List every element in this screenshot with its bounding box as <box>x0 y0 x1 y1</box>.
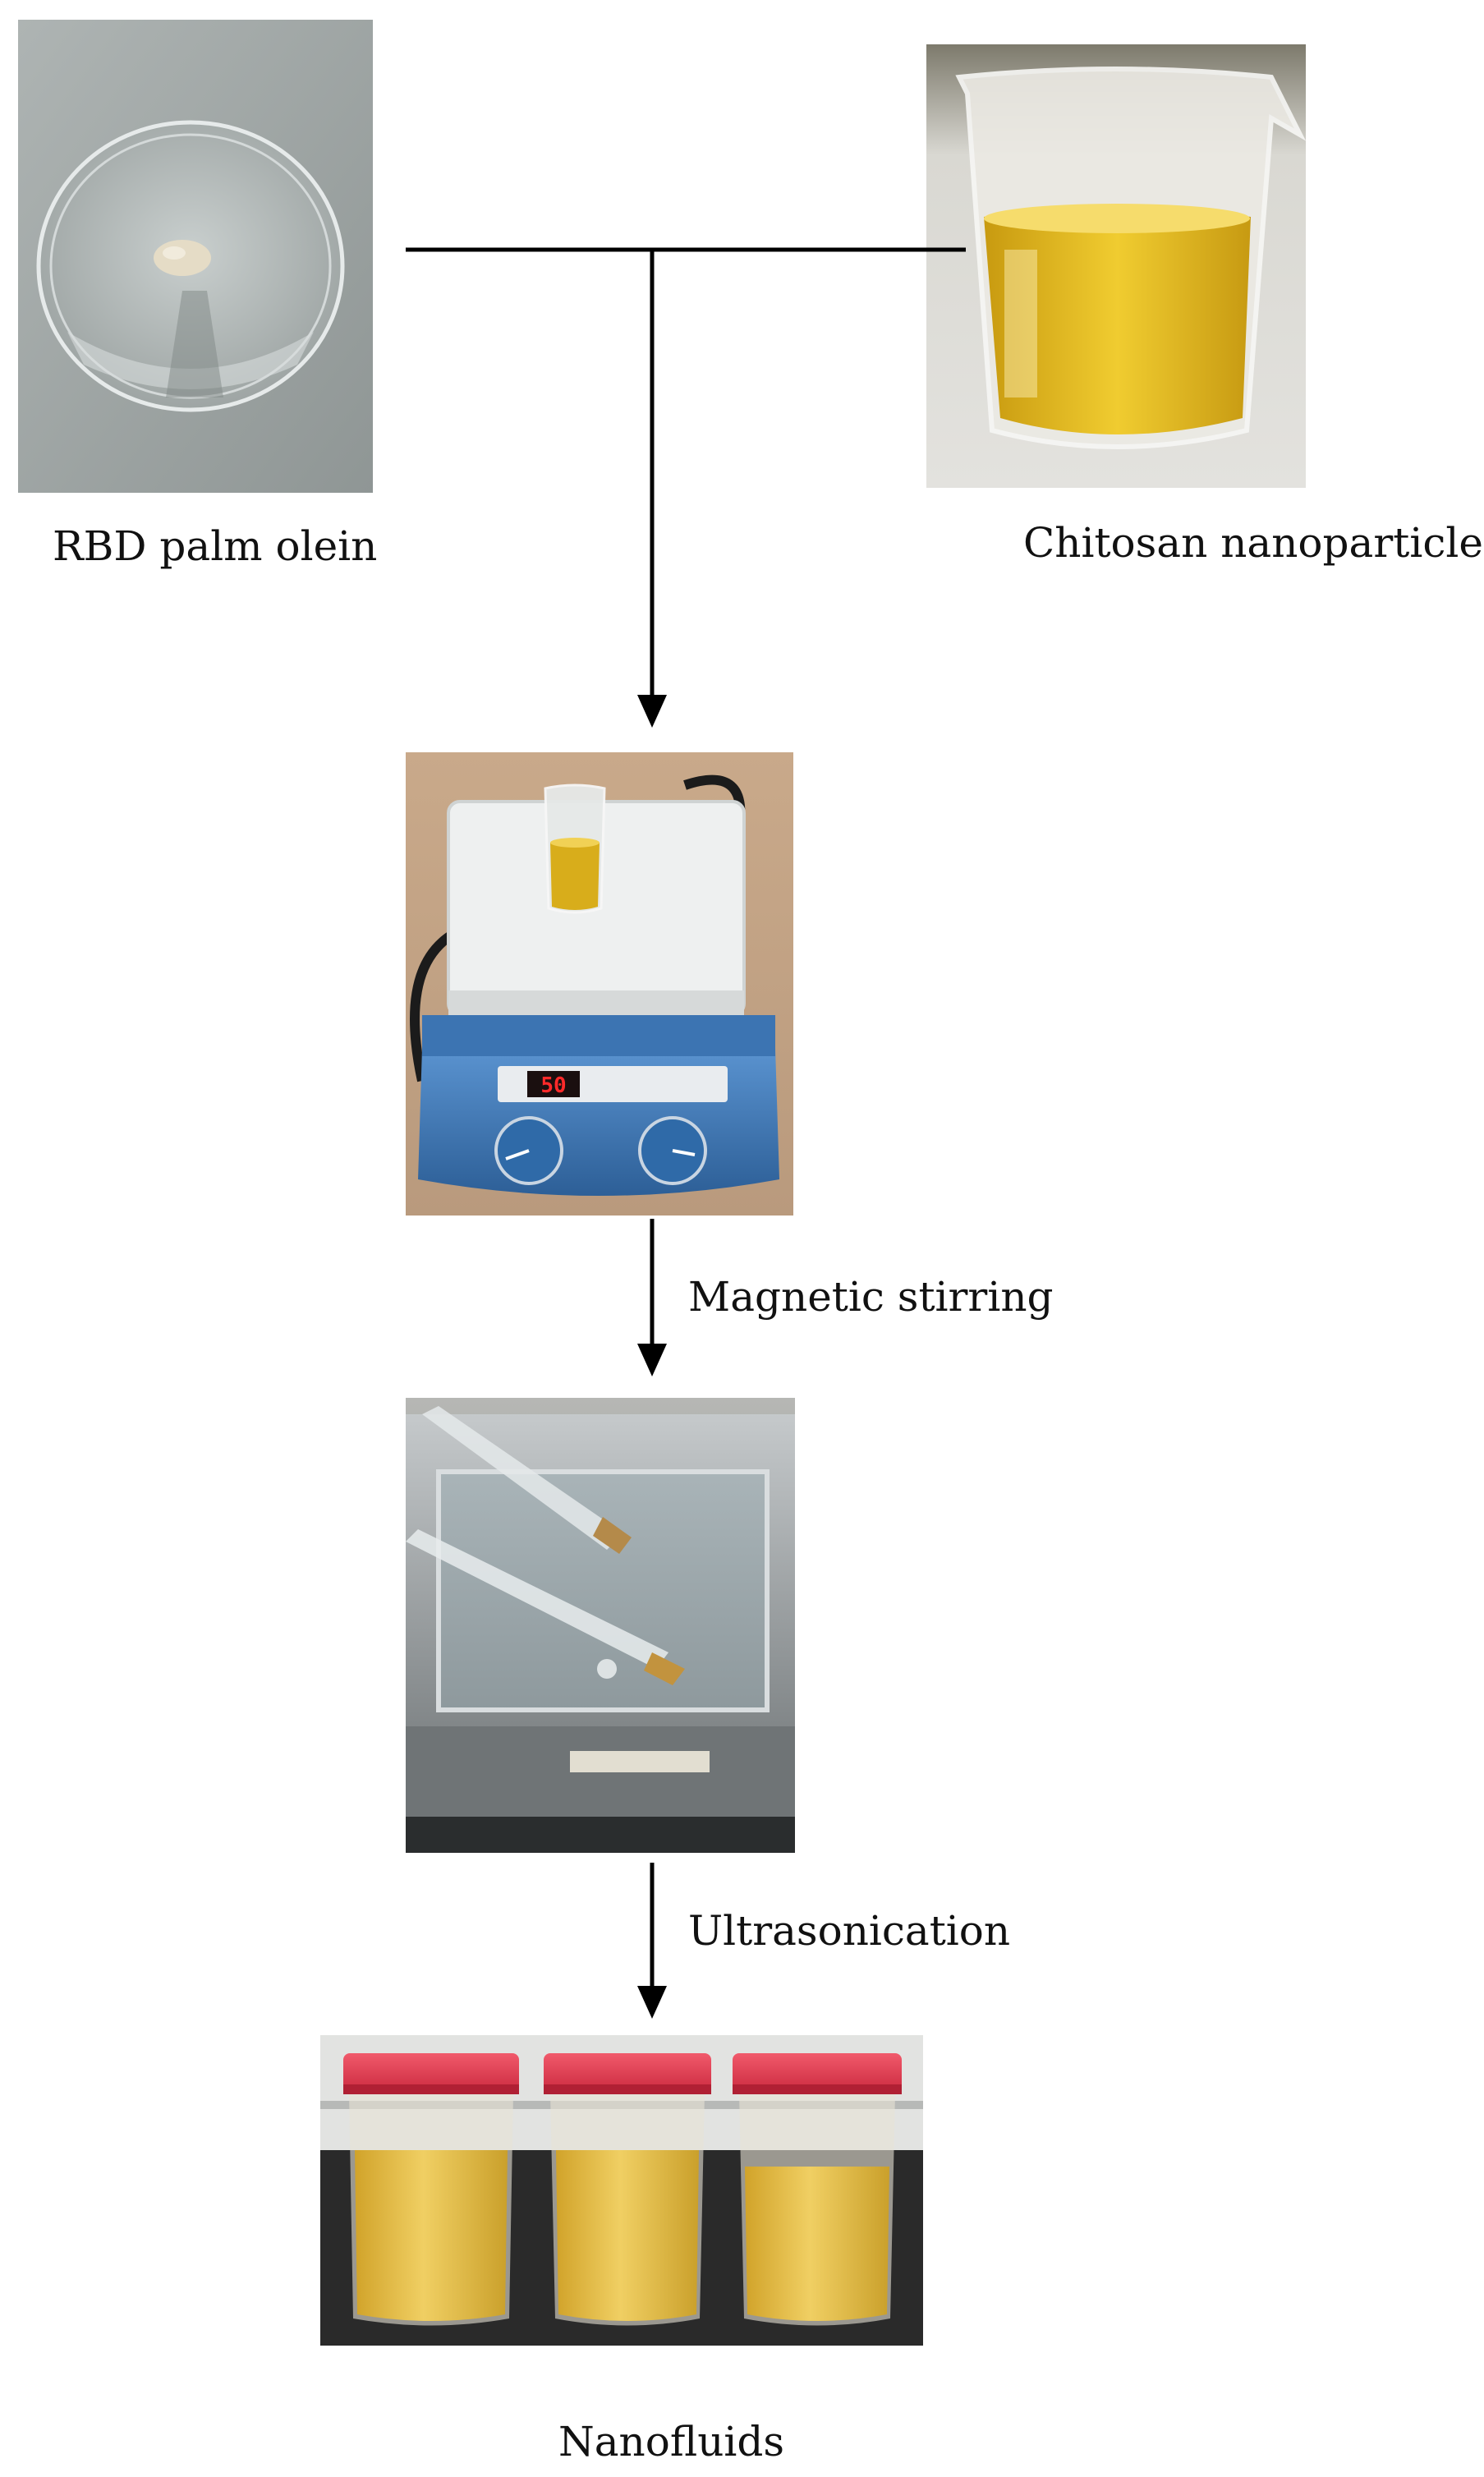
output-label-nanofluids: Nanofluids <box>558 2418 785 2466</box>
merge-arrowhead <box>637 695 667 728</box>
stirrer-display-value: 50 <box>540 1073 566 1098</box>
input-label-chitosan-nanoparticles: Chitosan nanoparticles <box>1023 519 1484 567</box>
ultrasonic-bath-photo <box>406 1398 795 1853</box>
stirring-arrowhead <box>637 1344 667 1376</box>
hotplate-stirrer-photo: 50 <box>406 752 793 1216</box>
step-label-magnetic-stirring: Magnetic stirring <box>688 1273 1054 1321</box>
step-label-ultrasonication: Ultrasonication <box>688 1907 1011 1955</box>
petri-dish-photo <box>18 20 373 493</box>
ultrasonication-arrowhead <box>637 1986 667 2019</box>
sample-jars-photo <box>320 2035 923 2346</box>
input-label-rbd-palm-olein: RBD palm olein <box>53 522 378 570</box>
beaker-oil-photo <box>926 44 1306 488</box>
